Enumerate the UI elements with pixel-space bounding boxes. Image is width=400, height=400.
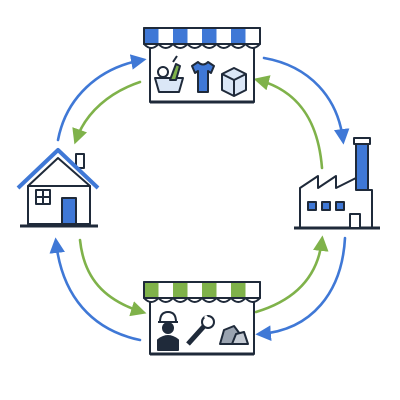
flow-arrow-factor-market-to-firms bbox=[254, 235, 329, 314]
factory-icon bbox=[294, 137, 380, 230]
flow-arrow-goods-market-to-firms bbox=[262, 56, 350, 145]
raw-materials-icon bbox=[219, 325, 249, 345]
wrench-icon bbox=[186, 314, 215, 346]
flow-arrows bbox=[49, 54, 350, 342]
food-basket-icon bbox=[154, 55, 184, 93]
flow-arrow-households-to-goods-market bbox=[56, 54, 147, 142]
box-icon bbox=[221, 67, 247, 97]
goods-market-icon bbox=[143, 27, 261, 104]
factor-market-icon bbox=[143, 281, 261, 356]
worker-icon bbox=[157, 311, 179, 351]
flow-arrow-firms-to-factor-market bbox=[255, 236, 347, 341]
flow-arrow-households-to-factor-market bbox=[78, 238, 147, 317]
house-window bbox=[35, 189, 51, 205]
flow-arrow-firms-to-goods-market bbox=[253, 75, 324, 170]
flow-arrow-factor-market-to-households bbox=[49, 237, 142, 342]
house-icon bbox=[16, 148, 100, 228]
t-shirt-icon bbox=[191, 61, 215, 93]
house-door bbox=[61, 197, 77, 225]
flow-arrow-goods-market-to-households bbox=[72, 80, 142, 145]
